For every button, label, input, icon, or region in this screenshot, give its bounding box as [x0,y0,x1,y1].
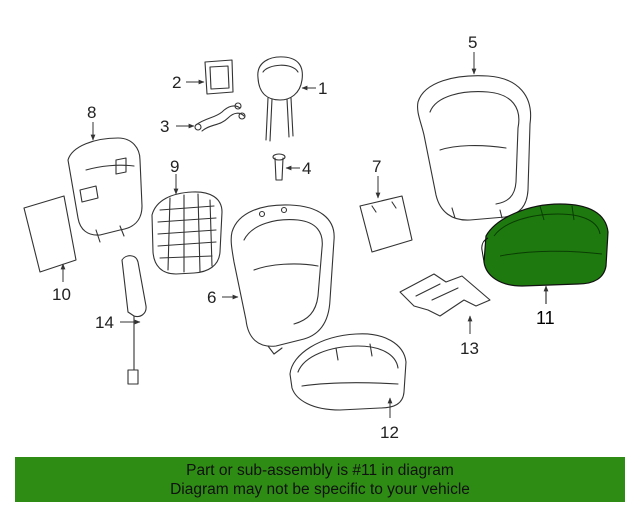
callout-2: 2 [172,73,181,92]
part-4-pin [272,153,286,181]
callout-14: 14 [95,313,114,332]
part-7-pad [359,195,413,253]
callout-11[interactable]: 11 [536,308,555,328]
part-3-clips [194,102,246,132]
part-6-back-cover [230,204,335,355]
callout-10: 10 [52,285,71,304]
part-1-headrest [257,56,303,142]
part-12-cushion [289,333,407,411]
part-14-side-module [121,255,147,385]
callout-3: 3 [160,117,169,136]
banner-line-disclaimer: Diagram may not be specific to your vehi… [170,481,470,498]
callout-12: 12 [380,423,399,442]
callout-6: 6 [207,288,216,307]
part-11-cushion-cover-highlighted[interactable] [481,203,609,287]
banner-line-part-number: Part or sub-assembly is #11 in diagram [186,462,454,479]
part-5-seatback [417,75,532,221]
callout-9: 9 [170,157,179,176]
part-10-pad [23,195,77,273]
callout-5: 5 [468,33,477,52]
callout-8: 8 [87,103,96,122]
callout-13: 13 [460,339,479,358]
info-banner: Part or sub-assembly is #11 in diagram D… [15,457,625,502]
callout-4: 4 [302,159,311,178]
part-13-wire-frame [399,273,491,317]
part-8-back-panel [67,137,143,243]
part-9-spring-frame [151,191,223,275]
callout-7: 7 [372,157,381,176]
part-2-pad [204,59,234,95]
callout-1: 1 [318,79,327,98]
